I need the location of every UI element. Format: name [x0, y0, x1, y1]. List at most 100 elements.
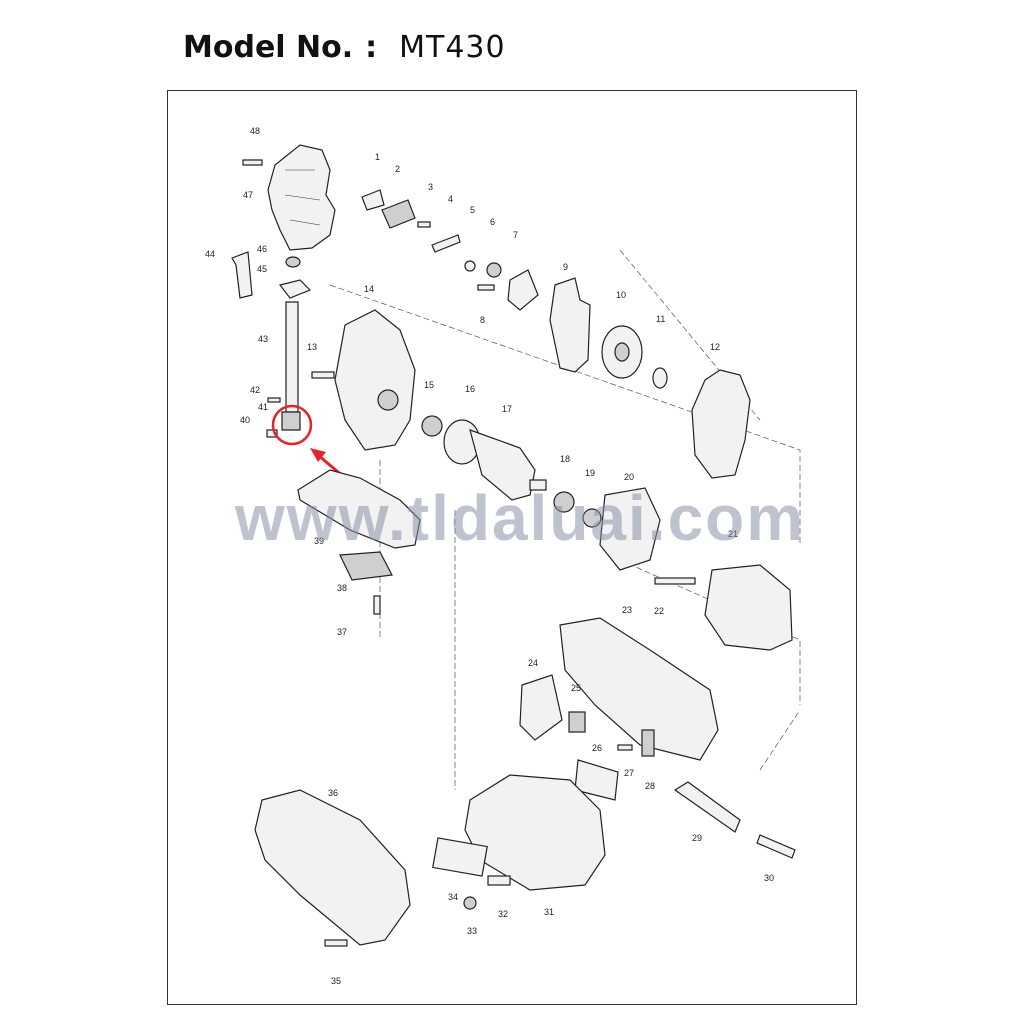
part-screw-3 [417, 221, 431, 228]
highlight-circle [271, 404, 313, 446]
part-number: 39 [314, 536, 324, 546]
part-number: 10 [616, 290, 626, 300]
part-base-39 [297, 469, 421, 549]
part-number: 25 [571, 683, 581, 693]
part-holder [281, 411, 301, 431]
part-number: 17 [502, 404, 512, 414]
part-cam-7 [507, 269, 539, 311]
part-number: 12 [710, 342, 720, 352]
part-bearing-18 [553, 491, 575, 513]
part-number: 1 [375, 152, 380, 162]
watermark-text: www.tldaluai.com [234, 482, 805, 554]
part-label-26 [574, 759, 619, 801]
part-number: 36 [328, 788, 338, 798]
part-number: 37 [337, 627, 347, 637]
part-baffle-20 [599, 487, 661, 571]
part-cord-30 [756, 834, 796, 859]
part-pin [267, 397, 281, 403]
part-number: 47 [243, 190, 253, 200]
part-number: 26 [592, 743, 602, 753]
part-number: 22 [654, 606, 664, 616]
part-hex-key [231, 251, 253, 299]
part-plunger-shaft [285, 301, 299, 413]
part-nut [285, 256, 301, 268]
part-number: 15 [424, 380, 434, 390]
model-number: MT430 [399, 30, 506, 65]
part-bearing-15 [421, 415, 443, 437]
part-armature-17 [469, 429, 536, 501]
part-number: 30 [764, 873, 774, 883]
part-number: 31 [544, 907, 554, 917]
part-number-labels: 48 47 44 46 45 43 42 41 40 1 2 3 4 5 6 7… [205, 126, 774, 986]
part-number: 45 [257, 264, 267, 274]
part-brush-cap-33 [463, 896, 477, 910]
part-washer-11 [652, 367, 668, 389]
part-number: 40 [240, 415, 250, 425]
part-number: 32 [498, 909, 508, 919]
part-number: 21 [728, 529, 738, 539]
part-number: 18 [560, 454, 570, 464]
part-housing-23 [559, 617, 719, 761]
part-number: 33 [467, 926, 477, 936]
part-number: 27 [624, 768, 634, 778]
part-capacitor-25 [568, 711, 586, 733]
part-clamp-28 [641, 729, 655, 757]
part-number: 24 [528, 658, 538, 668]
part-screw-37 [373, 595, 381, 615]
part-number: 7 [513, 230, 518, 240]
part-number: 5 [470, 205, 475, 215]
highlight-arrowhead [310, 448, 326, 462]
part-plate-4 [431, 234, 461, 253]
part-switch-24 [519, 674, 563, 741]
part-bearing-6 [486, 262, 502, 278]
part-number: 20 [624, 472, 634, 482]
part-number: 43 [258, 334, 268, 344]
part-screw-27 [617, 744, 633, 751]
part-number: 13 [307, 342, 317, 352]
diagram-frame [167, 90, 857, 1005]
part-number: 19 [585, 468, 595, 478]
part-screw-22 [654, 577, 696, 585]
model-title: Model No. : MT430 [183, 30, 506, 80]
part-gasket-12 [691, 369, 751, 479]
part-number: 16 [465, 384, 475, 394]
part-number: 41 [258, 402, 268, 412]
part-ring-5 [464, 260, 476, 272]
part-clamp-38 [339, 551, 393, 581]
part-number: 8 [480, 315, 485, 325]
part-gear-10-hub [614, 342, 630, 362]
part-slide [381, 199, 416, 229]
part-number: 48 [250, 126, 260, 136]
part-gear-housing [242, 144, 336, 251]
part-number: 46 [257, 244, 267, 254]
part-slider-9 [549, 277, 591, 373]
part-number: 34 [448, 892, 458, 902]
part-screw-35 [324, 939, 348, 947]
part-number: 35 [331, 976, 341, 986]
part-number: 29 [692, 833, 702, 843]
part-brush-holder-32 [487, 875, 511, 886]
part-armature-shaft [529, 479, 547, 491]
part-number: 42 [250, 385, 260, 395]
part-clip [361, 189, 385, 211]
part-screw-13 [311, 371, 335, 379]
part-number: 38 [337, 583, 347, 593]
part-housing-bore [377, 389, 399, 411]
part-number: 2 [395, 164, 400, 174]
part-handle-36 [254, 789, 411, 946]
part-bolt-small [266, 429, 278, 438]
part-number: 6 [490, 217, 495, 227]
part-number: 4 [448, 194, 453, 204]
part-label-34 [432, 837, 488, 877]
part-plate [278, 279, 312, 299]
part-number: 11 [656, 314, 665, 324]
model-separator: : [365, 30, 378, 65]
part-number: 9 [563, 262, 568, 272]
part-field-21 [704, 564, 793, 651]
part-number: 44 [205, 249, 215, 259]
part-strain-relief-29 [673, 781, 741, 833]
part-number: 28 [645, 781, 655, 791]
part-number: 23 [622, 605, 632, 615]
part-bearing-19 [582, 508, 602, 528]
